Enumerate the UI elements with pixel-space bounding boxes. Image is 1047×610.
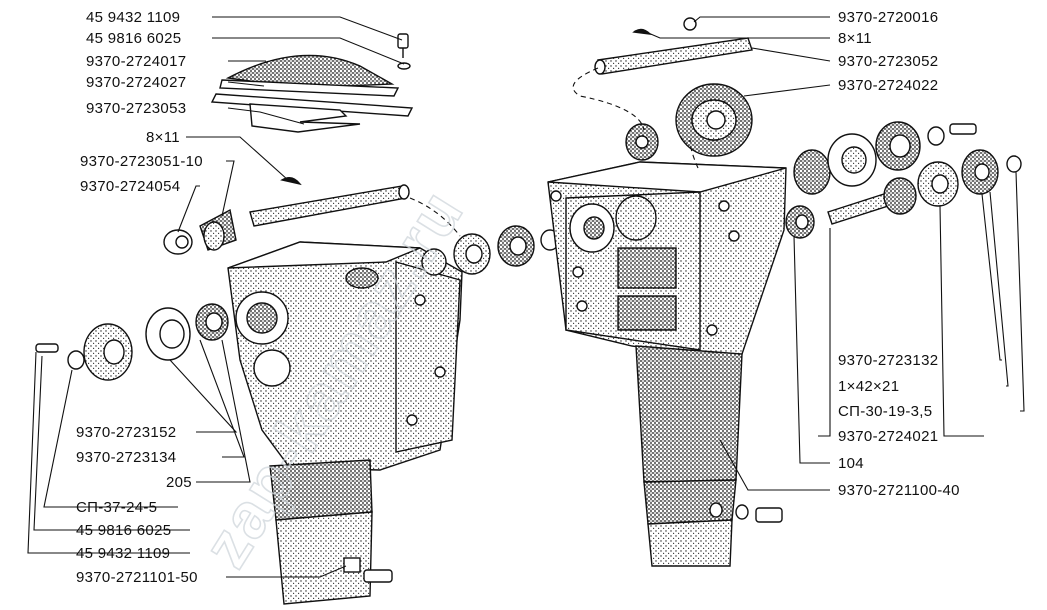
label-tr-3: 9370-2724022 xyxy=(838,77,938,94)
flange-stack-right xyxy=(785,121,1022,239)
label-left-0: 45 9432 1109 xyxy=(86,9,180,26)
label-bl-0: 9370-2723152 xyxy=(76,424,176,441)
labels-bottom-left: 9370-2723152 9370-2723134 205 СП-37-24-5… xyxy=(76,424,198,586)
assembly-dash-3 xyxy=(689,139,699,169)
labels-left: 45 9432 1109 45 9816 6025 9370-2724017 9… xyxy=(80,9,203,195)
left-assembly xyxy=(35,33,560,605)
label-bl-2: 205 xyxy=(166,474,192,491)
column-tube-left xyxy=(269,459,393,605)
spur-gear-right xyxy=(675,83,753,157)
label-left-6: 9370-2723051-10 xyxy=(80,153,203,170)
cover-cap-left xyxy=(210,54,414,133)
label-left-4: 9370-2723053 xyxy=(86,100,186,117)
label-br-4: 104 xyxy=(838,455,864,472)
leaders-bottom-left xyxy=(27,339,347,578)
leaders-top-right xyxy=(645,16,831,97)
flange-left xyxy=(35,303,229,381)
label-left-1: 45 9816 6025 xyxy=(86,30,181,47)
label-tr-0: 9370-2720016 xyxy=(838,9,938,26)
label-left-7: 9370-2724054 xyxy=(80,178,180,195)
assembly-dash-2 xyxy=(409,197,461,237)
input-shaft-left xyxy=(249,177,410,227)
labels-top-right: 9370-2720016 8×11 9370-2723052 9370-2724… xyxy=(838,9,938,94)
labels-bottom-right: 9370-2723132 1×42×21 СП-30-19-3,5 9370-2… xyxy=(838,352,960,499)
bevel-gear-left xyxy=(163,208,237,255)
label-bl-3: СП-37-24-5 xyxy=(76,499,157,516)
label-tr-1: 8×11 xyxy=(838,30,872,47)
leaders-bottom-right xyxy=(719,171,1025,491)
label-bl-5: 45 9432 1109 xyxy=(76,545,170,562)
label-tr-2: 9370-2723052 xyxy=(838,53,938,70)
label-left-2: 9370-2724017 xyxy=(86,53,186,70)
output-shaft-right xyxy=(594,17,753,75)
label-bl-6: 9370-2721101-50 xyxy=(76,569,198,586)
right-assembly xyxy=(409,17,1022,567)
connector-parts-center xyxy=(421,225,560,276)
label-br-2: СП-30-19-3,5 xyxy=(838,403,932,420)
label-br-1: 1×42×21 xyxy=(838,378,899,395)
bevel-gear-right xyxy=(625,123,659,161)
assembly-dash-1 xyxy=(572,67,645,131)
label-bl-4: 45 9816 6025 xyxy=(76,522,171,539)
leaders-left xyxy=(177,16,405,233)
column-tube-right xyxy=(635,345,783,567)
label-bl-1: 9370-2723134 xyxy=(76,449,176,466)
housing-right xyxy=(547,161,787,361)
label-left-3: 9370-2724027 xyxy=(86,74,186,91)
label-br-0: 9370-2723132 xyxy=(838,352,938,369)
label-left-5: 8×11 xyxy=(146,129,180,146)
top-bolt-left xyxy=(397,33,411,70)
label-br-3: 9370-2724021 xyxy=(838,428,938,445)
housing-left xyxy=(227,241,463,471)
label-br-5: 9370-2721100-40 xyxy=(838,482,960,499)
